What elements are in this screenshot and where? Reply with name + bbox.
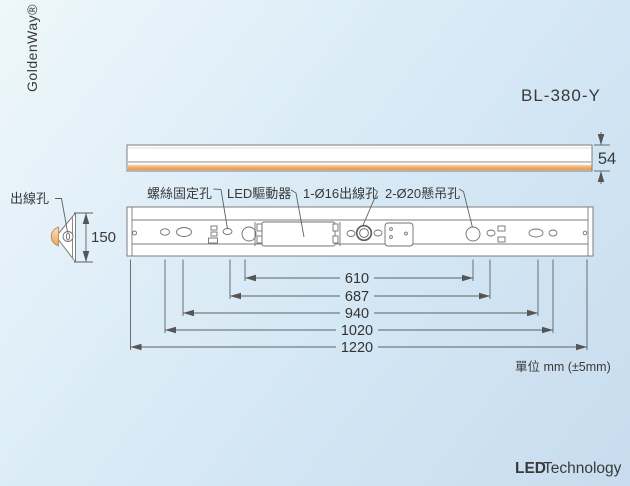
screw-fixing-hole: [222, 228, 233, 235]
screw-hole-leader: [213, 188, 228, 230]
end-hole-left: [132, 230, 137, 236]
slot-hole: [528, 228, 544, 238]
dim-940-value: 940: [345, 306, 369, 322]
slot-hole: [176, 227, 192, 237]
wire-outlet-ring: [355, 224, 373, 242]
led-driver-label: LED驅動器: [227, 186, 291, 201]
units-note: 單位 mm (±5mm): [515, 359, 611, 374]
cross-section-view: [50, 212, 76, 263]
slot-hole: [160, 228, 170, 236]
side-view: [126, 144, 593, 172]
wire-outlet-leader: [362, 188, 379, 227]
slot-hole: [373, 229, 383, 237]
driver-clip-right: [332, 222, 341, 246]
hanging-hole: [465, 226, 481, 242]
dimension-150: 150: [74, 212, 116, 263]
footer-logo: LED Technology: [515, 460, 622, 477]
terminal-plate: [384, 222, 414, 247]
front-view: [126, 206, 594, 257]
dim-54-value: 54: [598, 150, 616, 168]
dim-687-value: 687: [345, 289, 369, 305]
outlet-hole: [62, 231, 74, 242]
screw-hole-label: 螺絲固定孔: [147, 186, 212, 201]
dim-150-value: 150: [91, 229, 116, 246]
brand-logo: GoldenWay®: [24, 4, 40, 92]
outlet-hole-label: 出線孔: [10, 191, 49, 206]
end-hole-right: [582, 230, 588, 236]
wire-outlet-label: 1-Ø16出線孔: [303, 186, 378, 201]
footer-led: LED: [515, 460, 546, 477]
led-strip: [128, 164, 592, 171]
dimension-54: 54: [594, 132, 616, 184]
dimension-1020: 1020: [165, 323, 553, 339]
led-driver-leader: [290, 189, 305, 238]
dim-1220-value: 1220: [341, 340, 373, 356]
outlet-hole-leader: [55, 198, 68, 232]
callout-labels: 螺絲固定孔 LED驅動器 1-Ø16出線孔 2-Ø20懸吊孔: [147, 186, 473, 238]
diffuser-bump: [50, 226, 59, 247]
led-driver-box: [261, 221, 336, 247]
dimension-940: 940: [183, 306, 538, 322]
slot-hole: [486, 229, 496, 237]
dimension-1220: 1220: [130, 340, 587, 356]
dim-1020-value: 1020: [341, 323, 373, 339]
slot-hole: [346, 230, 356, 237]
extension-lines: [130, 259, 588, 350]
slot-hole: [548, 229, 558, 237]
round-hole: [241, 226, 257, 242]
dimension-610: 610: [245, 271, 473, 287]
clip-plate: [497, 225, 506, 243]
dimension-687: 687: [230, 289, 490, 305]
clip-plate: [208, 225, 218, 244]
hanging-hole-leader: [458, 188, 473, 228]
footer-technology: Technology: [543, 460, 622, 477]
hanging-hole-label: 2-Ø20懸吊孔: [385, 186, 460, 201]
dim-610-value: 610: [345, 271, 369, 287]
model-number: BL-380-Y: [521, 86, 601, 105]
